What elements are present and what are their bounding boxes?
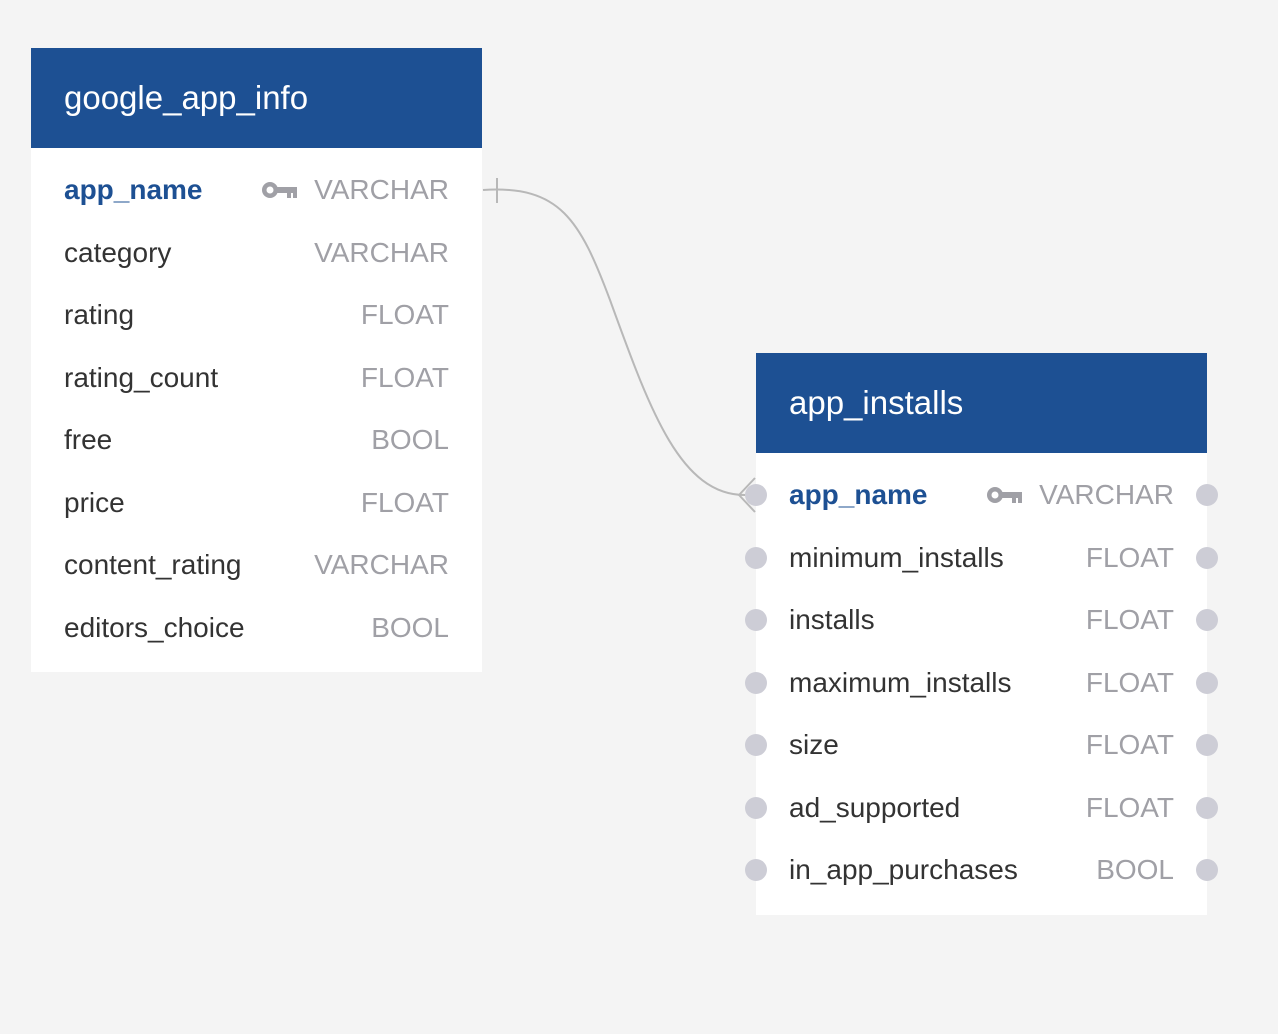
connector-dot-icon[interactable]	[745, 609, 767, 632]
column-type: FLOAT	[1085, 666, 1174, 698]
column-type: VARCHAR	[314, 174, 449, 206]
column-type: BOOL	[1096, 854, 1174, 886]
column-name: free	[64, 424, 113, 456]
column-name: rating	[64, 299, 135, 331]
table-app-installs[interactable]: app_installs app_name VARCHAR minimum_in…	[745, 353, 1218, 915]
column-row-app-name[interactable]: app_name VARCHAR	[31, 159, 482, 222]
key-icon	[262, 182, 298, 199]
column-name: editors_choice	[64, 611, 245, 643]
column-row-free[interactable]: free BOOL	[31, 409, 482, 472]
column-row-content-rating[interactable]: content_rating VARCHAR	[31, 534, 482, 597]
table-title[interactable]: app_installs	[756, 353, 1207, 453]
column-type: BOOL	[371, 424, 449, 456]
connector-dot-icon[interactable]	[745, 484, 767, 507]
column-name: app_name	[789, 479, 928, 511]
connector-dot-icon[interactable]	[1196, 734, 1218, 757]
table-google-app-info[interactable]: google_app_info app_name VARCHAR categor…	[31, 48, 482, 672]
table-title[interactable]: google_app_info	[31, 48, 482, 148]
connector-dot-icon[interactable]	[745, 546, 767, 569]
column-type: BOOL	[371, 611, 449, 643]
column-row-rating-count[interactable]: rating_count FLOAT	[31, 347, 482, 410]
column-type: VARCHAR	[314, 549, 449, 581]
connector-dot-icon[interactable]	[1196, 859, 1218, 882]
column-type: FLOAT	[360, 486, 449, 518]
column-row-rating[interactable]: rating FLOAT	[31, 284, 482, 347]
column-type: FLOAT	[1085, 541, 1174, 573]
connector-dot-icon[interactable]	[1196, 484, 1218, 507]
connector-dot-icon[interactable]	[1196, 546, 1218, 569]
column-row-price[interactable]: price FLOAT	[31, 472, 482, 535]
column-type: FLOAT	[360, 299, 449, 331]
column-name: price	[64, 486, 125, 518]
connector-dot-icon[interactable]	[745, 734, 767, 757]
column-row-maximum-installs[interactable]: maximum_installs FLOAT	[745, 652, 1218, 715]
connector-dot-icon[interactable]	[1196, 671, 1218, 694]
connector-dot-icon[interactable]	[745, 671, 767, 694]
connector-dot-icon[interactable]	[1196, 609, 1218, 632]
column-name: in_app_purchases	[789, 854, 1018, 886]
relationship-line[interactable]	[482, 188, 746, 496]
column-list: app_name VARCHAR minimum_installs FLOAT	[745, 453, 1218, 915]
column-name: app_name	[64, 174, 203, 206]
column-list: app_name VARCHAR category VARCHAR rating…	[31, 148, 482, 672]
column-name: content_rating	[64, 549, 242, 581]
connector-dot-icon[interactable]	[745, 796, 767, 819]
column-name: maximum_installs	[789, 666, 1012, 698]
key-icon	[987, 487, 1023, 504]
column-row-size[interactable]: size FLOAT	[745, 714, 1218, 777]
column-row-app-name[interactable]: app_name VARCHAR	[745, 464, 1218, 527]
connector-dot-icon[interactable]	[745, 859, 767, 882]
column-name: minimum_installs	[789, 541, 1004, 573]
column-name: category	[64, 236, 172, 268]
column-type: FLOAT	[1085, 791, 1174, 823]
column-row-in-app-purchases[interactable]: in_app_purchases BOOL	[745, 839, 1218, 902]
column-row-minimum-installs[interactable]: minimum_installs FLOAT	[745, 527, 1218, 590]
column-row-editors-choice[interactable]: editors_choice BOOL	[31, 597, 482, 660]
column-name: size	[789, 729, 839, 761]
column-row-category[interactable]: category VARCHAR	[31, 222, 482, 285]
column-row-ad-supported[interactable]: ad_supported FLOAT	[745, 777, 1218, 840]
column-name: rating_count	[64, 361, 219, 393]
column-type: VARCHAR	[1039, 479, 1174, 511]
column-type: VARCHAR	[314, 236, 449, 268]
connector-dot-icon[interactable]	[1196, 796, 1218, 819]
column-row-installs[interactable]: installs FLOAT	[745, 589, 1218, 652]
column-type: FLOAT	[1085, 729, 1174, 761]
column-type: FLOAT	[360, 361, 449, 393]
column-name: installs	[789, 604, 875, 636]
column-name: ad_supported	[789, 791, 961, 823]
column-type: FLOAT	[1085, 604, 1174, 636]
